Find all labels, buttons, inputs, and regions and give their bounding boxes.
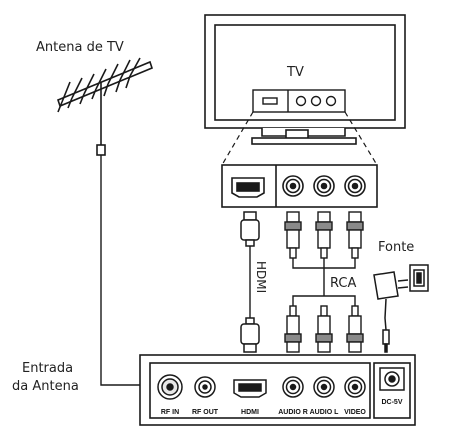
receiver-rca-ports bbox=[282, 376, 366, 398]
antenna-input-label-line1: Entrada bbox=[22, 361, 73, 376]
audio-l-label: AUDIO L bbox=[310, 409, 340, 416]
power-adapter bbox=[373, 271, 409, 353]
receiver-hdmi-label: HDMI bbox=[241, 409, 259, 416]
power-source-label: Fonte bbox=[378, 240, 414, 255]
rca-cable-bottom-plugs bbox=[284, 305, 364, 353]
antenna-label: Antena de TV bbox=[36, 40, 124, 55]
wall-outlet bbox=[409, 264, 429, 292]
antenna-cable bbox=[100, 155, 150, 386]
rca-cable-wires bbox=[292, 258, 356, 306]
hdmi-cable bbox=[240, 211, 260, 353]
tv-label: TV bbox=[286, 65, 304, 80]
hdmi-cable-label: HDMI bbox=[254, 261, 268, 293]
dc-power-port bbox=[379, 367, 405, 391]
rf-out-label: RF OUT bbox=[192, 409, 219, 416]
tv-rca-ports bbox=[282, 175, 366, 197]
rca-cable-label: RCA bbox=[330, 276, 356, 291]
television bbox=[204, 14, 406, 145]
tv-port-panel bbox=[252, 89, 346, 113]
dc-label: DC-5V bbox=[381, 399, 402, 406]
rf-in-port bbox=[157, 374, 183, 400]
zoom-guide bbox=[221, 111, 378, 166]
rf-out-port bbox=[194, 376, 216, 398]
audio-r-label: AUDIO R bbox=[278, 409, 308, 416]
tv-antenna bbox=[57, 57, 153, 156]
antenna-input-label-line2: da Antena bbox=[12, 379, 79, 394]
video-label: VIDEO bbox=[344, 409, 366, 416]
receiver-hdmi-port bbox=[233, 379, 267, 398]
rf-in-label: RF IN bbox=[161, 409, 179, 416]
rca-cable-top-plugs bbox=[284, 211, 364, 259]
